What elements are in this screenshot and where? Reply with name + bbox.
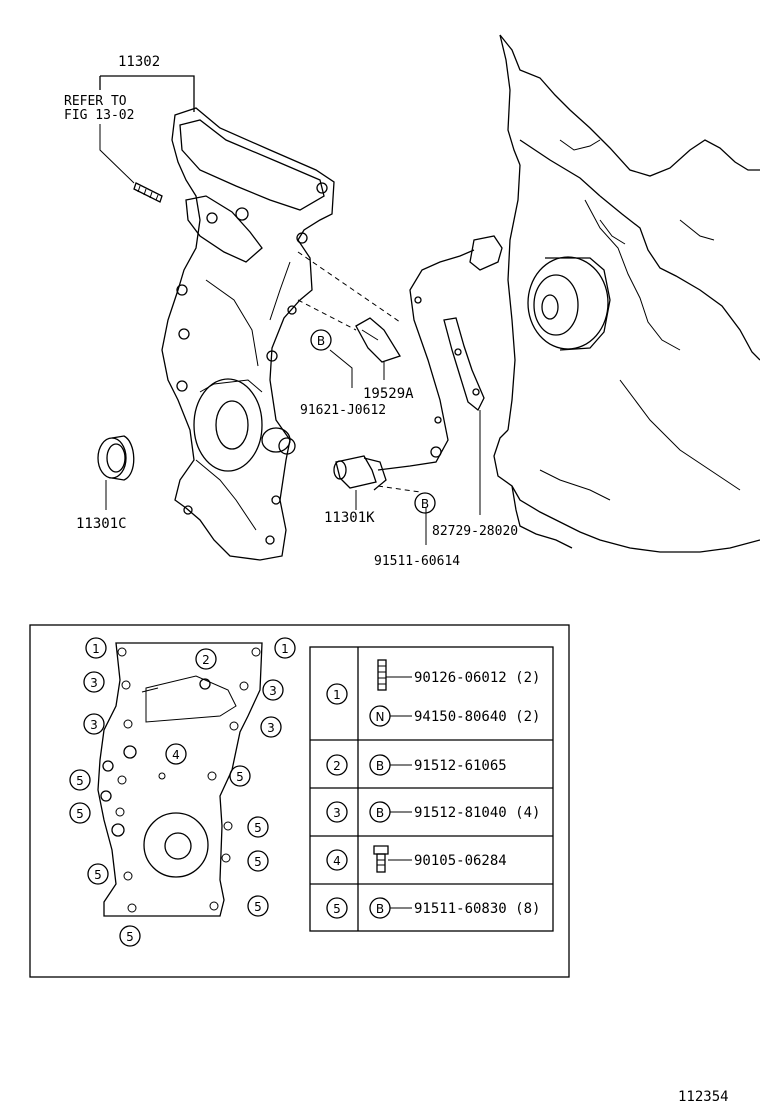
legend-row-5-marker: B bbox=[376, 902, 384, 916]
bolt-icon bbox=[373, 845, 389, 873]
callout-5: 5 bbox=[254, 821, 262, 835]
legend-row-5-num: 5 bbox=[333, 902, 341, 916]
b-marker-icon bbox=[310, 329, 332, 351]
stud-icon bbox=[377, 659, 387, 691]
b-marker-text: B bbox=[421, 497, 429, 511]
legend-row-3-marker: B bbox=[376, 806, 384, 820]
refer-text-1: REFER TO bbox=[64, 94, 127, 109]
b-marker-text: B bbox=[317, 334, 325, 348]
clamp-number: 82729-28020 bbox=[432, 524, 518, 539]
timing-cover-drawing bbox=[133, 107, 335, 561]
callout-5: 5 bbox=[254, 855, 262, 869]
bolt-b-number: 91621-J0612 bbox=[300, 403, 386, 418]
callout-group: 1 1 2 3 3 3 3 4 5 5 5 5 5 5 5 5 bbox=[69, 637, 296, 947]
callout-1: 1 bbox=[281, 642, 289, 656]
legend-row-1-marker-2: N bbox=[376, 710, 385, 724]
figure-id: 112354 bbox=[678, 1089, 729, 1105]
callout-3: 3 bbox=[90, 718, 98, 732]
bracket-drawing bbox=[355, 317, 401, 363]
sensor-number: 11301K bbox=[324, 510, 375, 526]
callout-3: 3 bbox=[267, 721, 275, 735]
callout-1: 1 bbox=[92, 642, 100, 656]
legend-row-3-part: 91512-81040 (4) bbox=[414, 805, 540, 821]
callout-5: 5 bbox=[236, 770, 244, 784]
b-marker-icon bbox=[414, 492, 436, 514]
callout-3: 3 bbox=[90, 676, 98, 690]
legend-table bbox=[309, 646, 554, 932]
legend-row-1-part-1: 90126-06012 (2) bbox=[414, 670, 540, 686]
legend-row-1-num: 1 bbox=[333, 688, 341, 702]
callout-4: 4 bbox=[172, 748, 180, 762]
sensor-drawing bbox=[333, 235, 503, 491]
clamp-drawing bbox=[443, 317, 485, 412]
callout-5: 5 bbox=[126, 930, 134, 944]
callout-2: 2 bbox=[202, 653, 210, 667]
legend-row-2-marker: B bbox=[376, 759, 384, 773]
bracket-number: 19529A bbox=[363, 386, 414, 402]
assembly-number: 11302 bbox=[118, 54, 160, 70]
callout-5: 5 bbox=[94, 868, 102, 882]
legend-row-4-num: 4 bbox=[333, 854, 341, 868]
oil-seal-drawing bbox=[97, 435, 135, 510]
legend-row-1-part-2: 94150-80640 (2) bbox=[414, 709, 540, 725]
legend-row-5-part: 91511-60830 (8) bbox=[414, 901, 540, 917]
refer-text-2: FIG 13-02 bbox=[64, 108, 134, 123]
cover-outline-drawing bbox=[97, 642, 263, 917]
sensor-bolt-number: 91511-60614 bbox=[374, 554, 460, 569]
bolt-location-box bbox=[29, 624, 570, 978]
callout-5: 5 bbox=[254, 900, 262, 914]
callout-5: 5 bbox=[76, 774, 84, 788]
callout-5: 5 bbox=[76, 807, 84, 821]
legend-row-3-num: 3 bbox=[333, 806, 341, 820]
callout-3: 3 bbox=[269, 684, 277, 698]
legend-row-4-part: 90105-06284 bbox=[414, 853, 507, 869]
seal-number: 11301C bbox=[76, 516, 127, 532]
legend-row-2-part: 91512-61065 bbox=[414, 758, 507, 774]
engine-block-drawing bbox=[493, 34, 760, 553]
legend-row-2-num: 2 bbox=[333, 759, 341, 773]
